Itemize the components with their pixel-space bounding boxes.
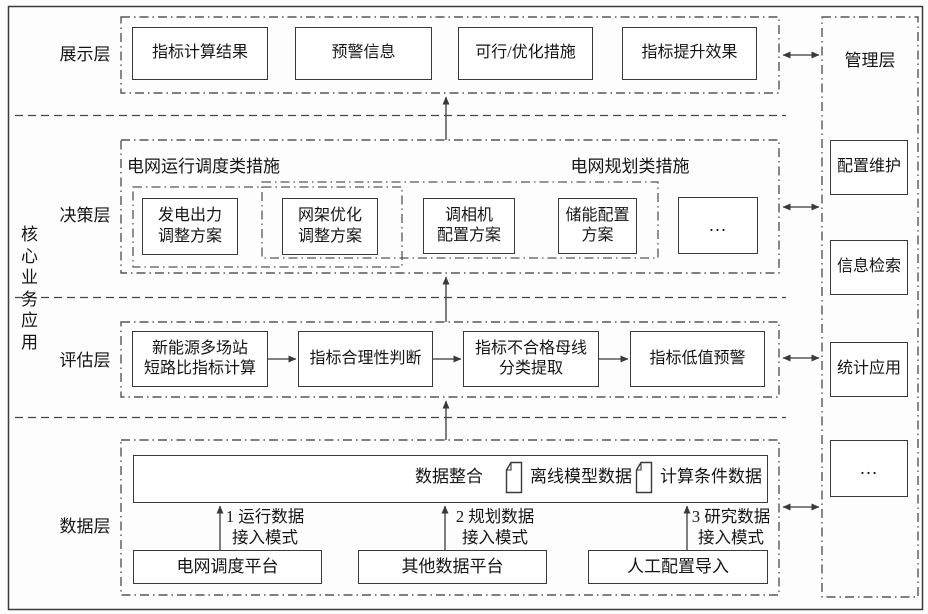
management-layer-container	[821, 16, 919, 598]
eval-box-unqualified-bus-extraction: 指标不合格母线 分类提取	[463, 331, 599, 387]
decision-box-generation-output: 发电出力 调整方案	[142, 198, 238, 255]
layer-label-data: 数据层	[59, 517, 111, 536]
display-box-indicator-results: 指标计算结果	[132, 27, 268, 80]
management-box-ellipsis: …	[830, 440, 908, 497]
decision-box-grid-optimization: 网架优化 调整方案	[282, 198, 378, 255]
decision-group-planning-label: 电网规划类措施	[570, 157, 690, 176]
outer-border	[7, 5, 924, 611]
doc-label-offline-model: 离线模型数据	[530, 467, 632, 486]
display-box-improvement-effect: 指标提升效果	[622, 27, 757, 80]
data-integration-box	[133, 455, 768, 503]
doc-label-calc-condition: 计算条件数据	[660, 467, 762, 486]
access-mode-1-label: 1 运行数据 接入模式	[225, 507, 305, 547]
layer-label-decision: 决策层	[59, 206, 111, 225]
operation-measures-group-container	[132, 186, 403, 268]
layer-label-display: 展示层	[59, 45, 111, 64]
source-box-manual-import: 人工配置导入	[588, 550, 768, 584]
planning-measures-group-container	[261, 181, 659, 259]
eval-box-low-value-warning: 指标低值预警	[630, 331, 765, 387]
display-layer-container	[120, 16, 780, 94]
document-icon-offline-model	[505, 461, 523, 494]
decision-box-ellipsis: …	[678, 197, 758, 254]
management-box-info-retrieval: 信息检索	[830, 240, 908, 295]
source-box-other-platform: 其他数据平台	[358, 550, 547, 584]
eval-box-srcr-calculation: 新能源多场站 短路比指标计算	[132, 331, 268, 387]
display-box-feasible-measures: 可行/优化措施	[458, 27, 593, 80]
source-box-dispatch-platform: 电网调度平台	[133, 550, 322, 584]
data-integration-label: 数据整合	[415, 467, 483, 486]
document-icon-calc-condition	[635, 461, 653, 494]
management-title: 管理层	[844, 51, 896, 70]
management-box-config-maintenance: 配置维护	[830, 140, 908, 195]
eval-box-rationality-judgment: 指标合理性判断	[298, 331, 433, 387]
decision-box-condenser-config: 调相机 配置方案	[423, 198, 515, 254]
display-box-warning-info: 预警信息	[295, 27, 432, 80]
access-mode-3-label: 3 研究数据 接入模式	[691, 507, 771, 547]
decision-group-operation-label: 电网运行调度类措施	[127, 157, 280, 176]
layer-label-evaluation: 评估层	[59, 351, 111, 370]
decision-layer-container	[120, 139, 780, 274]
access-mode-2-label: 2 规划数据 接入模式	[455, 507, 535, 547]
evaluation-layer-container	[120, 321, 780, 398]
decision-box-storage-config: 储能配置 方案	[558, 198, 637, 254]
data-layer-container	[120, 439, 780, 596]
management-box-statistics: 统计应用	[830, 342, 908, 397]
core-business-vertical-label: 核心业务应用	[21, 225, 38, 352]
